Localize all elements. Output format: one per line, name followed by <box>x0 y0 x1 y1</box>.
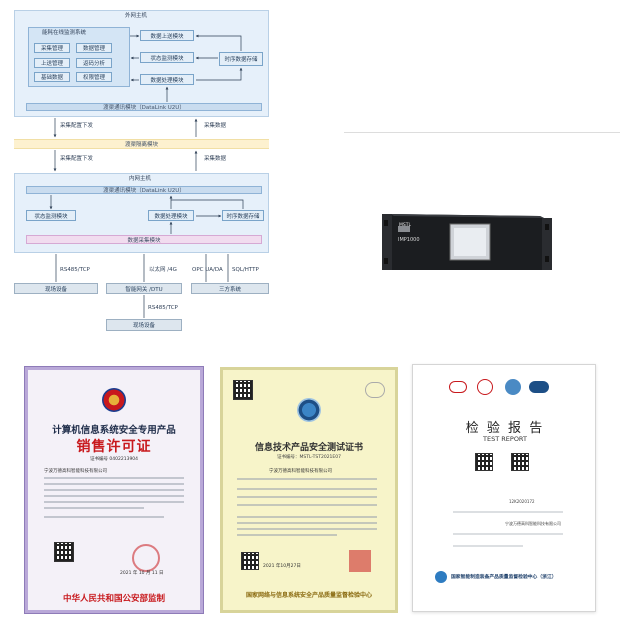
module-permission-manage: 权限管理 <box>76 72 112 82</box>
cert2-seal-icon <box>349 550 371 572</box>
certificate-test-report: 检 验 报 告 TEST REPORT 12K2020172 宁波万德高科智能科… <box>412 364 596 612</box>
arrow-top-up-label: 采集数据 <box>204 123 227 129</box>
protocol-rs485: RS485/TCP <box>60 267 90 273</box>
ilac-logo-icon <box>505 379 521 395</box>
cert2-qr2-icon <box>241 552 259 570</box>
cert2-title: 信息技术产品安全测试证书 <box>254 443 363 453</box>
device-rack-unit <box>382 210 552 270</box>
cert1-qr-icon <box>54 542 74 562</box>
cert3-title: 检 验 报 告 <box>465 421 545 436</box>
cert3-inspection-logo-icon <box>435 571 447 583</box>
inner-collect-module: 数据采集模块 <box>26 235 262 244</box>
cert1-date: 2021 年 10 月 11 日 <box>120 571 164 576</box>
gateway-box: 智能网关 /DTU <box>106 283 182 294</box>
cert2-company: 宁波万德高科智能科技有限公司 <box>269 469 332 474</box>
cert2-date: 2021 年10月27日 <box>263 564 301 569</box>
monitoring-system-title: 能耗在线监测系统 <box>42 30 87 36</box>
cert3-qr-icon <box>475 453 493 471</box>
cert1-company: 宁波万德高科智能科技有限公司 <box>44 469 107 474</box>
module-data-manage: 数据管理 <box>76 43 112 53</box>
cert2-logo-icon <box>365 382 385 398</box>
outer-status-module: 状态监测模块 <box>140 52 194 63</box>
outer-upload-module: 数据上送模块 <box>140 30 194 41</box>
device-model: IMP1000 <box>398 237 420 243</box>
cert2-issuer: 国家网络与信息系统安全产品质量监督检验中心 <box>245 592 372 599</box>
cert3-issuer: 国家智能制造装备产品质量监督检验中心（浙江） <box>451 575 557 580</box>
outer-comm-module: 渡渠通讯模块（DataLink U2U） <box>26 103 262 111</box>
cert1-subtitle: 销售许可证 <box>76 439 152 455</box>
isolation-module: 渡渠隔离模块 <box>14 139 269 149</box>
certificate-security-test: 信息技术产品安全测试证书 证书编号：MSTL-TST2021E07 宁波万德高科… <box>220 367 398 613</box>
device-rack-graphic <box>382 214 552 270</box>
bottom-protocol-label: RS485/TCP <box>148 305 178 311</box>
inner-processing-module: 数据处理模块 <box>148 210 194 221</box>
cert1-title: 计算机信息系统安全专用产品 <box>52 425 176 436</box>
inner-status-module: 状态监测模块 <box>26 210 76 221</box>
field-device-box: 现场设备 <box>14 283 98 294</box>
inner-timeseries-store: 时序数据存储 <box>222 210 264 221</box>
cert2-emblem-icon <box>297 398 321 422</box>
module-base-data: 基础数据 <box>34 72 70 82</box>
cert1-issuer: 中华人民共和国公安部监制 <box>62 594 165 604</box>
cert3-subtitle: TEST REPORT <box>483 435 527 443</box>
outer-host-title: 外网主机 <box>125 13 148 19</box>
inner-comm-module: 渡渠通讯模块（DataLink U2U） <box>26 186 262 194</box>
arrow-mid-down-label: 采集配置下发 <box>60 156 94 162</box>
cert3-number: 12K2020172 <box>509 499 535 504</box>
cert2-qr-icon <box>233 380 253 400</box>
cal-logo-icon <box>477 379 493 395</box>
cert3-company: 宁波万德高科智能科技有限公司 <box>505 521 561 526</box>
cert2-number: 证书编号：MSTL-TST2021E07 <box>276 455 341 460</box>
cert3-qr2-icon <box>511 453 529 471</box>
protocol-ethernet: 以太网 /4G <box>149 267 177 273</box>
cert1-seal-icon <box>132 544 160 572</box>
outer-timeseries-store: 时序数据存储 <box>219 52 263 66</box>
module-collect-manage: 采集管理 <box>34 43 70 53</box>
arrow-top-down-label: 采集配置下发 <box>60 123 94 129</box>
police-emblem-icon <box>102 388 126 412</box>
module-return-analysis: 返码分析 <box>76 58 112 68</box>
inner-host-title: 内网主机 <box>129 176 152 182</box>
protocol-sql: SQL/HTTP <box>232 267 259 273</box>
third-party-box: 三方系统 <box>191 283 269 294</box>
cma-logo-icon <box>449 381 467 393</box>
arrow-mid-up-label: 采集数据 <box>204 156 227 162</box>
certificate-sales-license: 计算机信息系统安全专用产品 销售许可证 证书编号 0402213904 宁波万德… <box>24 366 204 614</box>
protocol-opc: OPC UA/DA <box>192 267 223 273</box>
cnas-logo-icon <box>529 381 549 393</box>
device-brand: MSTL <box>399 223 411 228</box>
cert1-number: 证书编号 0402213904 <box>89 457 139 462</box>
outer-processing-module: 数据处理模块 <box>140 74 194 85</box>
module-upload-manage: 上送管理 <box>34 58 70 68</box>
bottom-field-device-box: 现场设备 <box>106 319 182 331</box>
